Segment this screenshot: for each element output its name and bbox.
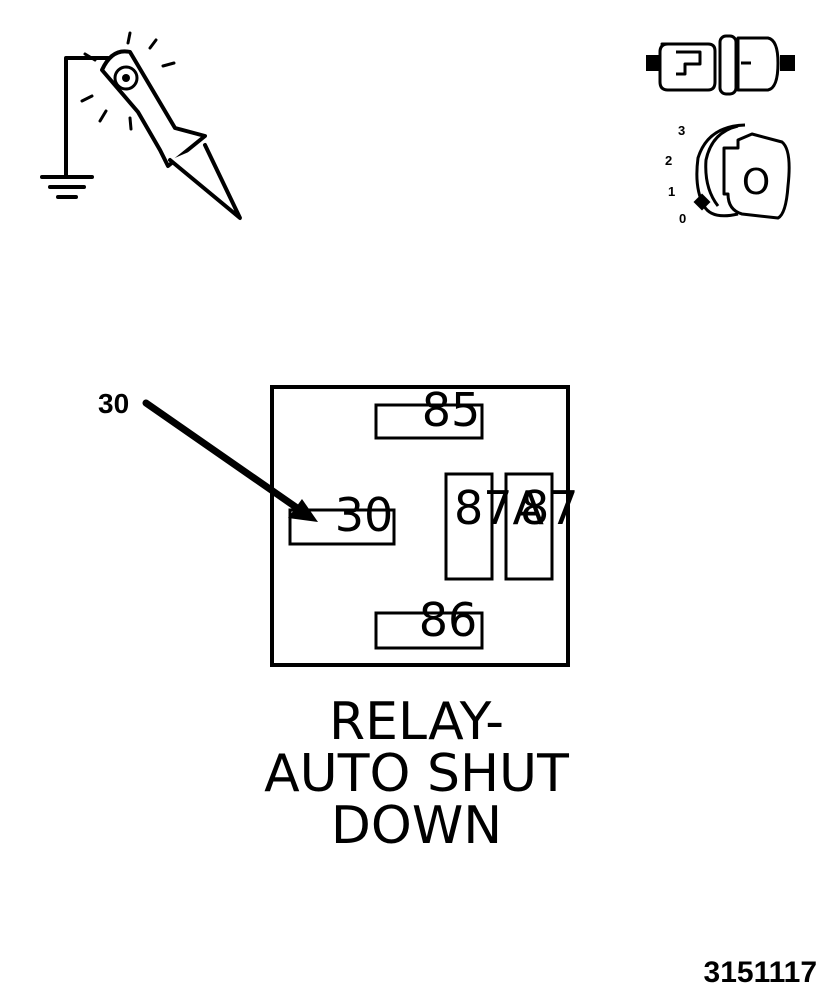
terminal-87a-label: 87A — [454, 481, 545, 535]
ignition-switch-icon: 3 2 1 0 O — [665, 123, 791, 226]
terminal-87-label: 87 — [520, 481, 579, 535]
callout-arrow — [142, 399, 318, 522]
relay-body — [270, 385, 570, 667]
terminal-30[interactable]: 30 — [288, 488, 396, 546]
title-line-1: RELAY- — [328, 692, 505, 752]
figure-number: 3151117 — [703, 956, 817, 989]
key-position-0: 0 — [679, 211, 686, 226]
test-light-icon — [40, 31, 242, 220]
terminal-30-label: 30 — [335, 488, 394, 542]
terminal-85-label: 85 — [422, 383, 481, 437]
terminal-86-label: 86 — [419, 593, 478, 647]
key-label: O — [742, 162, 770, 203]
terminal-87[interactable]: 87 — [504, 472, 579, 581]
title-line-2: AUTO SHUT — [264, 744, 569, 804]
terminal-87a[interactable]: 87A — [444, 472, 545, 581]
ground-symbol-icon — [40, 175, 94, 199]
terminal-86[interactable]: 86 — [374, 593, 484, 650]
connector-icon — [646, 34, 795, 96]
key-position-1: 1 — [668, 184, 675, 199]
key-position-2: 2 — [665, 153, 672, 168]
callout-label: 30 — [98, 388, 129, 419]
key-position-3: 3 — [678, 123, 685, 138]
terminal-85[interactable]: 85 — [374, 383, 484, 440]
title-line-3: DOWN — [330, 796, 503, 856]
